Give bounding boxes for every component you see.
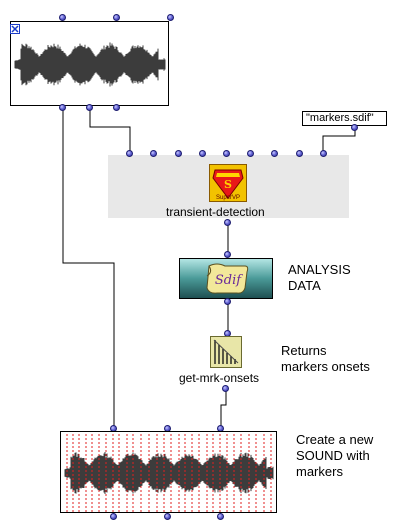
create-sound-comment: Create a new SOUND with markers — [296, 432, 373, 480]
svg-text:SuperVP: SuperVP — [216, 195, 240, 201]
output-sound-outlet-1[interactable] — [110, 513, 117, 520]
get-mrk-onsets-icon[interactable] — [210, 336, 242, 368]
output-sound-outlet-3[interactable] — [217, 513, 224, 520]
input-sound-outlet-3[interactable] — [113, 104, 120, 111]
transient-inlet-8[interactable] — [296, 150, 303, 157]
waveform-trace — [64, 452, 274, 494]
output-sound-box[interactable] — [60, 431, 277, 513]
transient-inlet-9[interactable] — [320, 150, 327, 157]
transient-inlet-1[interactable] — [126, 150, 133, 157]
analysis-data-comment: ANALYSIS DATA — [288, 262, 351, 294]
transient-inlet-5[interactable] — [223, 150, 230, 157]
input-sound-outlet-2[interactable] — [86, 104, 93, 111]
output-waveform — [64, 434, 274, 512]
svg-text:Sdif: Sdif — [215, 273, 243, 288]
onsets-comment-line-1: Returns — [281, 343, 327, 358]
input-sound-box[interactable] — [10, 21, 169, 106]
close-icon[interactable] — [10, 21, 20, 34]
create-comment-line-1: Create a new — [296, 432, 374, 447]
transient-outlet[interactable] — [224, 219, 231, 226]
sdif-icon[interactable]: Sdif — [179, 258, 273, 299]
transient-inlet-6[interactable] — [247, 150, 254, 157]
output-sound-outlet-2[interactable] — [164, 513, 171, 520]
input-sound-outlet-1[interactable] — [59, 104, 66, 111]
input-sound-inlet-1[interactable] — [59, 14, 66, 21]
input-sound-inlet-3[interactable] — [167, 14, 174, 21]
get-mrk-onsets-outlet[interactable] — [222, 385, 229, 392]
input-sound-inlet-2[interactable] — [113, 14, 120, 21]
sdif-inlet[interactable] — [224, 251, 231, 258]
transient-inlet-7[interactable] — [271, 150, 278, 157]
svg-text:S: S — [224, 178, 232, 191]
transient-inlet-3[interactable] — [175, 150, 182, 157]
get-mrk-onsets-label: get-mrk-onsets — [179, 371, 260, 385]
transient-inlet-2[interactable] — [150, 150, 157, 157]
create-comment-line-2: SOUND with — [296, 448, 370, 463]
returns-onsets-comment: Returns markers onsets — [281, 343, 370, 375]
transient-detection-label: transient-detection — [166, 205, 265, 219]
transient-inlet-4[interactable] — [199, 150, 206, 157]
analysis-comment-line-2: DATA — [288, 278, 321, 293]
onsets-comment-line-2: markers onsets — [281, 359, 370, 374]
sdif-outlet[interactable] — [224, 298, 231, 305]
waveform-trace — [14, 42, 166, 87]
string-box-outlet[interactable] — [351, 124, 358, 131]
input-waveform — [14, 42, 166, 87]
supervp-icon[interactable]: S SuperVP — [209, 164, 247, 202]
analysis-comment-line-1: ANALYSIS — [288, 262, 351, 277]
markers-filename-string[interactable]: "markers.sdif" — [302, 111, 387, 126]
create-comment-line-3: markers — [296, 464, 343, 479]
